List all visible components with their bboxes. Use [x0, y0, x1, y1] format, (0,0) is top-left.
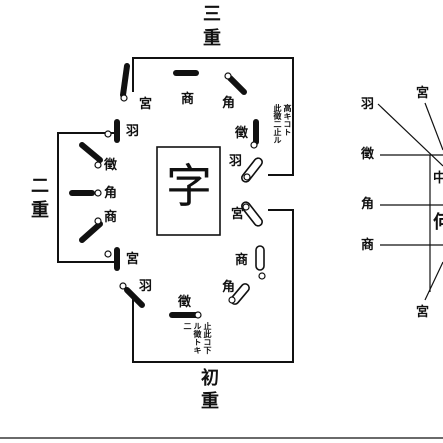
note-bottom-col-2: ル徵トキ — [193, 322, 203, 354]
mark-lower-gong — [124, 287, 145, 308]
second-tier-frame — [57, 132, 115, 263]
mark-left-zhi — [79, 142, 103, 163]
right-label-shang: 商 — [361, 238, 375, 253]
right-char-2: 何 — [433, 212, 443, 233]
right-label-yu: 羽 — [361, 97, 375, 112]
label-upper-yu: 羽 — [229, 154, 243, 169]
mark-top-gong — [120, 63, 130, 98]
label-lower-gong: 宮 — [231, 207, 245, 222]
mark-left-shang — [79, 221, 103, 243]
tier-second-char-2: 重 — [31, 200, 49, 221]
label-left-zhi: 徵 — [104, 158, 118, 173]
center-box — [156, 146, 221, 236]
first-tier-frame — [132, 209, 294, 363]
note-upper-right-col-2: 此徵二止ル — [273, 104, 283, 144]
right-label-top-gong: 宮 — [416, 86, 430, 101]
label-top-shang: 商 — [181, 92, 195, 107]
mark-lower-shang — [255, 245, 265, 271]
note-bottom: 止此コ下 ル徵トキ 二 — [172, 322, 213, 358]
label-left-shang: 商 — [104, 210, 118, 225]
label-left-yu: 羽 — [126, 124, 140, 139]
tier-first-char-2: 重 — [201, 391, 219, 412]
center-character: 字 — [166, 159, 212, 213]
label-top-jiao: 角 — [222, 96, 236, 111]
right-char-1: 中 — [433, 171, 443, 186]
mark-top-jiao — [227, 75, 247, 95]
mark-upper-yu — [241, 157, 263, 183]
label-lower-shang: 商 — [235, 253, 249, 268]
note-upper-right-col-1: 高キコト — [283, 104, 293, 136]
right-label-zhi: 徵 — [361, 147, 375, 162]
label-bottom-zhi: 徵 — [178, 295, 192, 310]
label-bottom-yu: 羽 — [139, 279, 153, 294]
label-left-jiao: 角 — [104, 186, 118, 201]
tier-first-char-1: 初 — [201, 368, 219, 389]
label-top-gong: 宮 — [139, 97, 153, 112]
right-label-jiao: 角 — [361, 197, 375, 212]
third-tier-frame — [132, 57, 294, 176]
label-upper-zhi: 徵 — [235, 126, 249, 141]
label-lower-jiao: 角 — [222, 280, 236, 295]
label-left-gong: 宮 — [126, 252, 140, 267]
note-upper-right: 高キコト 此徵二止ル — [266, 104, 293, 148]
tier-third-char-2: 重 — [203, 28, 221, 49]
note-bottom-col-3: 二 — [183, 322, 193, 330]
right-label-bottom-gong: 宮 — [416, 305, 430, 320]
tier-second-char-1: 二 — [31, 176, 49, 197]
tier-third-char-1: 三 — [203, 4, 221, 25]
note-bottom-col-1: 止此コ下 — [203, 322, 213, 354]
